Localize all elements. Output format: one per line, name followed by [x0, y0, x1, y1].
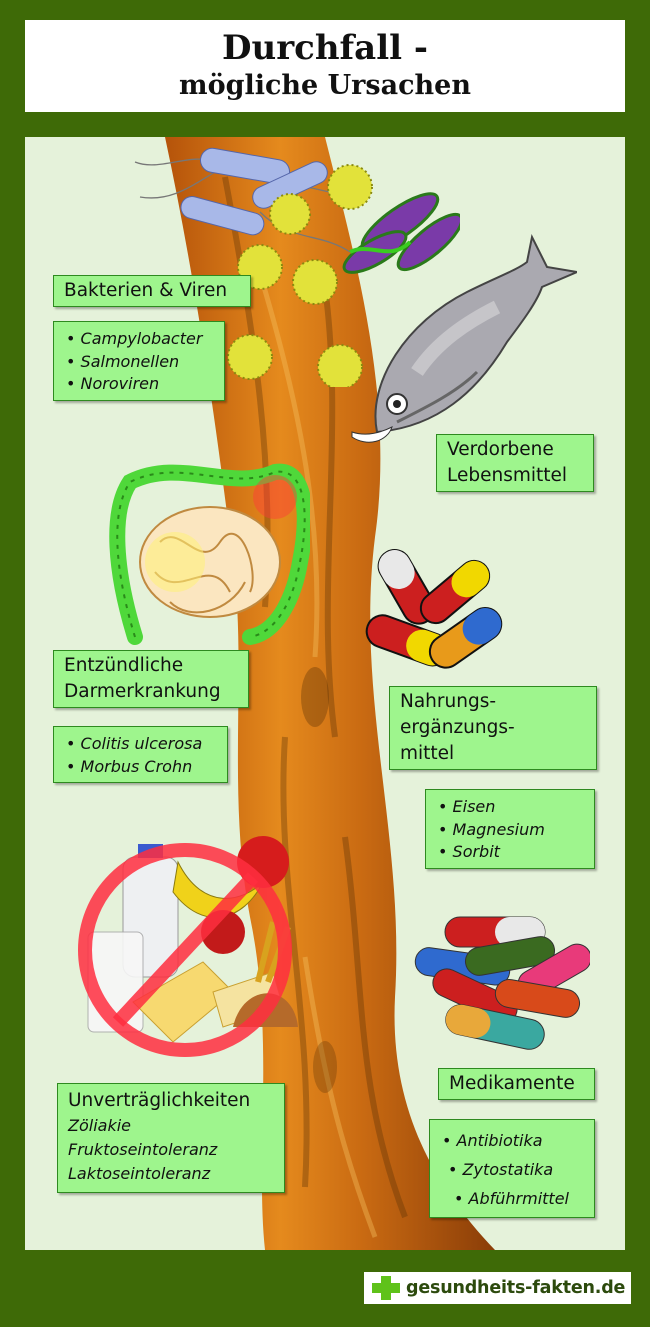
label-bacteria-viruses: Bakterien & Viren: [53, 275, 251, 307]
list-item: Abführmittel: [442, 1184, 586, 1213]
label-supplements: Nahrungs- ergänzungs- mittel: [389, 686, 597, 770]
intestine-icon: [109, 463, 310, 645]
list-item: Magnesium: [438, 819, 586, 842]
list-item: Zytostatika: [442, 1155, 586, 1184]
list-item: Sorbit: [438, 841, 586, 864]
list-item: Campylobacter: [66, 328, 216, 351]
list-bacteria-viruses: Campylobacter Salmonellen Noroviren: [53, 321, 225, 401]
footer-brand-text: gesundheits-fakten.de: [406, 1278, 626, 1298]
list-medication: Antibiotika Zytostatika Abführmittel: [429, 1119, 595, 1218]
footer-brand-logo: gesundheits-fakten.de: [364, 1272, 631, 1304]
list-item: Morbus Crohn: [66, 756, 219, 779]
list-inflammatory-bowel: Colitis ulcerosa Morbus Crohn: [53, 726, 228, 783]
list-item: Laktoseintoleranz: [68, 1164, 211, 1183]
food-prohibited-icon: [78, 836, 298, 1057]
list-item: Eisen: [438, 796, 586, 819]
page-subtitle: mögliche Ursachen: [179, 70, 471, 101]
label-inflammatory-bowel: Entzündliche Darmerkrankung: [53, 650, 249, 708]
cross-logo-icon: [372, 1276, 400, 1300]
infographic-panel: Bakterien & Viren Campylobacter Salmonel…: [25, 137, 625, 1250]
list-item: Zöliakie: [68, 1116, 131, 1135]
bacteria-virus-icon: [134, 147, 460, 387]
list-item: Colitis ulcerosa: [66, 733, 219, 756]
page-title: Durchfall -: [222, 28, 428, 68]
title-box: Durchfall - mögliche Ursachen: [25, 20, 625, 112]
capsule-icon: [365, 549, 503, 669]
list-supplements: Eisen Magnesium Sorbit: [425, 789, 595, 869]
pills-icon: [414, 916, 590, 1050]
list-item: Antibiotika: [442, 1126, 586, 1155]
label-intolerances: Unverträglichkeiten Zöliakie Fruktoseint…: [57, 1083, 285, 1193]
label-spoiled-food: Verdorbene Lebensmittel: [436, 434, 594, 492]
label-medication: Medikamente: [438, 1068, 595, 1100]
trunk-illustration: [165, 137, 495, 1250]
fish-icon: [351, 233, 577, 443]
list-item: Fruktoseintoleranz: [68, 1140, 218, 1159]
list-item: Salmonellen: [66, 351, 216, 374]
list-item: Noroviren: [66, 373, 216, 396]
